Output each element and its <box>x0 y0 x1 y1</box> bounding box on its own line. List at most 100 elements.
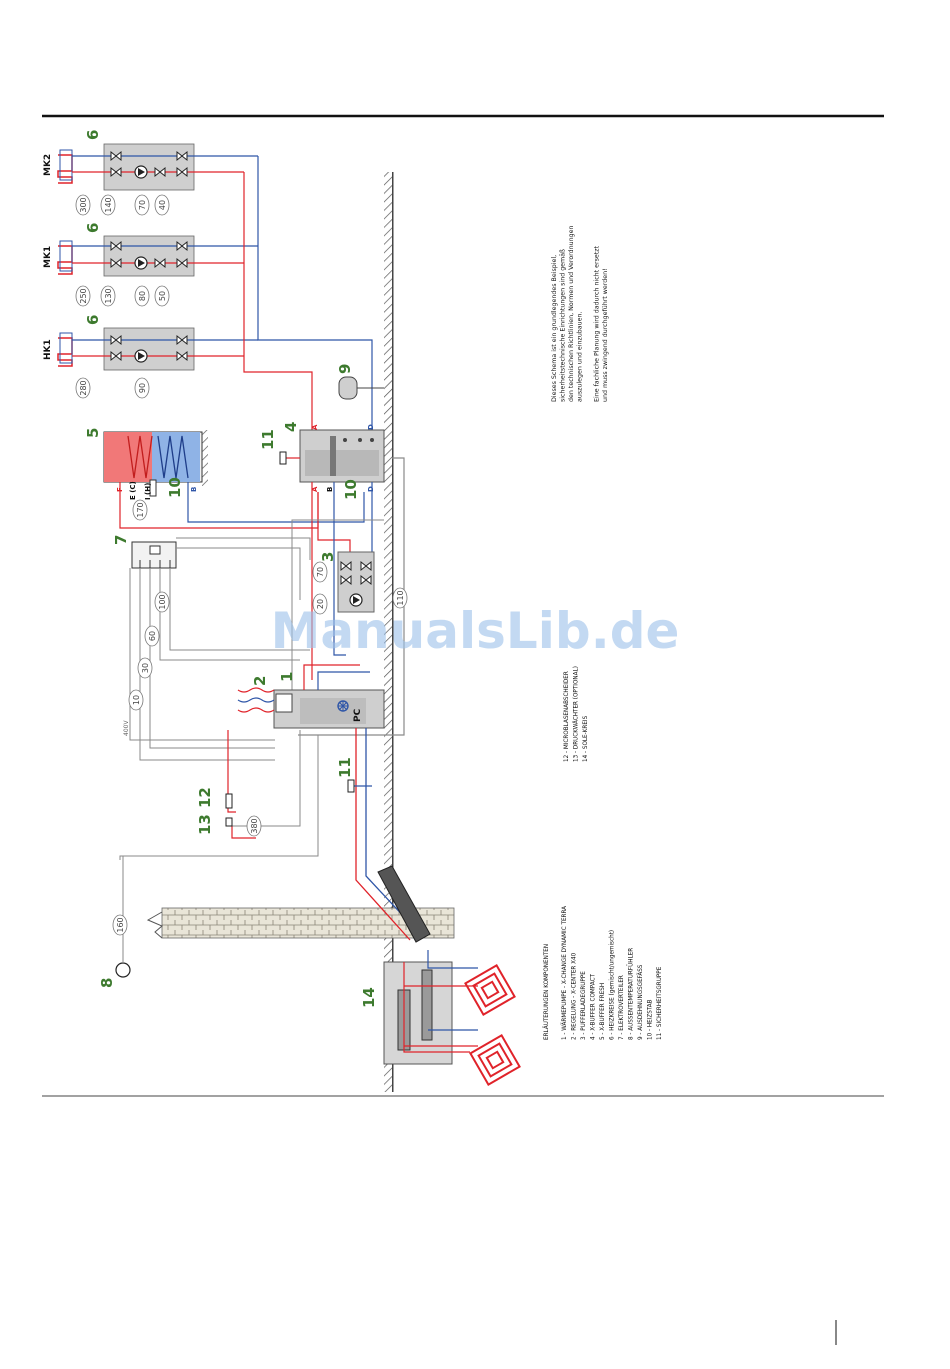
outdoor-sensor <box>115 856 131 978</box>
legend-item: 9 - AUSDEHNUNGSGEFÄSS <box>635 964 644 1040</box>
component-number-5: 5 <box>84 428 102 438</box>
microbubble-separator <box>225 730 236 813</box>
component-number-8: 8 <box>98 978 116 988</box>
component-number-2: 2 <box>251 676 269 686</box>
heat-pump-unit <box>273 689 385 729</box>
legend: ERLÄUTERUNGEN KOMPONENTEN 1 - WÄRMEPUMPE… <box>541 666 663 1040</box>
pressure-switch <box>225 817 256 839</box>
sensor-tag-label: 70 <box>138 200 147 210</box>
legend-item: 5 - X-BUFFER FRESH <box>599 983 606 1040</box>
sensor-tag-label: 10 <box>132 695 141 705</box>
legend-item: 10 - HEIZSTAB <box>647 999 654 1040</box>
component-number-6b: 6 <box>84 223 102 233</box>
disclaimer-line: und muss zwingend durchgeführt werden! <box>602 268 609 402</box>
sensor-tag: 80 <box>134 285 150 307</box>
disclaimer-line: sicherheitstechnische Einrichtungen sind… <box>560 249 567 402</box>
watermark: ManualsLib.de <box>271 602 680 660</box>
sensor-tag: 380 <box>246 815 262 837</box>
component-number-3: 3 <box>319 552 337 562</box>
sensor-tag: 70 <box>312 561 328 583</box>
sensor-tag-label: 300 <box>79 197 88 212</box>
circuit-label-mk2: MK2 <box>43 154 53 176</box>
sensor-tag-label: 380 <box>250 818 259 833</box>
sensor-tag-label: 140 <box>104 197 113 212</box>
component-number-12: 12 <box>196 787 214 808</box>
x-buffer-fresh <box>103 430 208 497</box>
heating-circuit-mk2 <box>57 143 258 191</box>
port-d-top: D <box>367 424 375 430</box>
x-buffer-compact <box>299 429 385 483</box>
safety-group-top <box>279 451 300 465</box>
component-number-11b: 11 <box>336 757 354 778</box>
sensor-tag-label: 60 <box>148 631 157 641</box>
component-number-7: 7 <box>112 535 130 545</box>
port-a-bottom: A <box>311 486 319 492</box>
component-number-9: 9 <box>336 364 354 374</box>
sensor-tag: 130 <box>100 285 116 307</box>
sensor-tag: 10 <box>128 689 144 711</box>
sensor-tag-label: 250 <box>79 288 88 303</box>
buffer-charging-group <box>337 551 375 613</box>
legend-item: 6 - HEIZKREISE (gemischt/ungemischt) <box>609 930 616 1040</box>
legend-item: 13 - DRUCKWÄCHTER (OPTIONAL) <box>571 666 580 762</box>
component-number-1: 1 <box>278 672 296 682</box>
legend-title: ERLÄUTERUNGEN KOMPONENTEN <box>541 944 550 1040</box>
sensor-tags: 300 140 70 40 250 130 80 50 280 90 170 20 70 100 60 30 1… <box>75 194 408 936</box>
legend-item: 11 - SICHERHEITSGRUPPE <box>656 966 663 1040</box>
sensor-tag: 70 <box>134 194 150 216</box>
legend-item: 4 - X-BUFFER COMPACT <box>590 973 597 1040</box>
port-a-top: A <box>311 424 319 430</box>
sensor-tag: 160 <box>112 914 128 936</box>
sensor-tag: 40 <box>154 194 170 216</box>
port-bb: B <box>326 487 334 492</box>
electrical-distributor <box>131 541 177 569</box>
safety-group-bottom <box>347 779 372 793</box>
component-number-6c: 6 <box>84 315 102 325</box>
sensor-tag: 20 <box>312 593 328 615</box>
component-number-11a: 11 <box>259 429 277 450</box>
sensor-tag: 30 <box>137 657 153 679</box>
legend-item: 2 - REGELUNG - X-CENTER X40 <box>571 952 578 1040</box>
sensor-tag-label: 160 <box>116 917 125 932</box>
sensor-tag-label: 130 <box>104 288 113 303</box>
legend-item: 1 - WÄRMEPUMPE - X-CHANGE DYNAMIC TERRA <box>559 906 568 1040</box>
disclaimer-line: den technischen Richtlinien, Normen und … <box>568 226 575 402</box>
disclaimer-line: auszulegen und einzubauen. <box>577 311 584 402</box>
legend-item: 3 - PUFFERLADEGRUPPE <box>580 971 587 1040</box>
port-h: I (H) <box>144 483 152 500</box>
port-f: F <box>116 487 124 492</box>
sensor-tag-label: 170 <box>136 502 145 517</box>
expansion-vessel <box>338 376 384 400</box>
sensor-tag: 110 <box>392 587 408 609</box>
port-e: E (C) <box>129 481 137 500</box>
sensor-tag: 280 <box>75 377 91 399</box>
sensor-tag-label: 90 <box>138 383 147 393</box>
controller-wires <box>237 687 275 713</box>
disclaimer-line: Eine fachliche Planung wird dadurch nich… <box>594 245 601 402</box>
sensor-tag-label: 280 <box>79 380 88 395</box>
component-number-6a: 6 <box>84 130 102 140</box>
legend-item: 7 - ELEKTROVERTEILER <box>618 975 625 1040</box>
component-number-10a: 10 <box>166 477 184 498</box>
sensor-tag-label: 80 <box>138 291 147 301</box>
circuit-label-hk1: HK1 <box>43 339 53 360</box>
heat-pump-label: PC <box>353 708 363 722</box>
component-number-14: 14 <box>360 987 378 1008</box>
sensor-tag-label: 100 <box>158 594 167 609</box>
circuit-label-mk1: MK1 <box>43 246 53 268</box>
port-b: B <box>190 487 198 492</box>
heating-circuit-hk1 <box>57 327 258 371</box>
sensor-tag: 60 <box>144 625 160 647</box>
voltage-label: 400V <box>123 720 130 736</box>
heating-circuit-mk1 <box>57 235 258 277</box>
sensor-tag-label: 30 <box>141 663 150 673</box>
sensor-tag: 50 <box>154 285 170 307</box>
sensor-tag-label: 50 <box>158 291 167 301</box>
legend-item: 12 - MICROBLASENABSCHEIDER <box>563 671 570 762</box>
legend-item: 14 - SOLE-KREIS <box>582 715 589 762</box>
sensor-tag-label: 40 <box>158 200 167 210</box>
sensor-tag: 140 <box>100 194 116 216</box>
disclaimer-note: Dieses Schema ist ein grundlegendes Beis… <box>551 226 609 402</box>
sensor-tag: 250 <box>75 285 91 307</box>
